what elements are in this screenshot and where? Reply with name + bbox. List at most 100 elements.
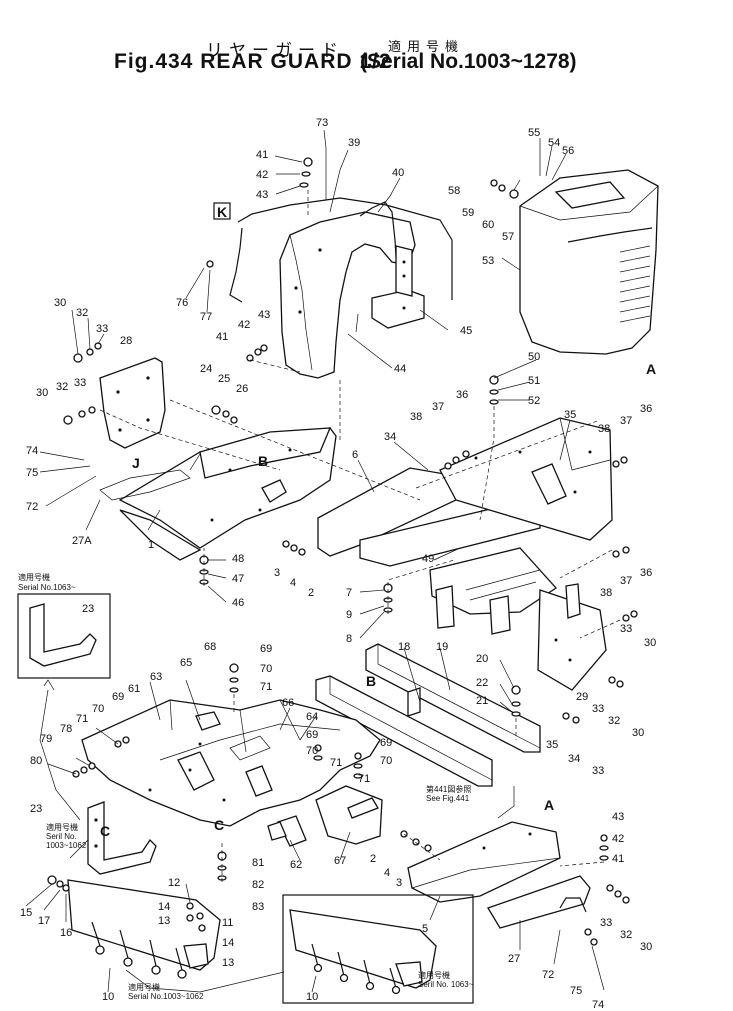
- left-floor-part-1: [99, 427, 337, 561]
- callout-24: 24: [200, 363, 212, 375]
- callout-21: 21: [476, 695, 488, 707]
- callout-11: 11: [222, 917, 233, 929]
- serial-japanese: 適用号機: [388, 39, 465, 54]
- callout-33-r: 33: [620, 623, 632, 635]
- title-japanese: リヤーガード: [206, 41, 344, 60]
- callout-38: 38: [410, 411, 422, 423]
- callout-43: 43: [256, 189, 268, 201]
- callout-18: 18: [398, 641, 410, 653]
- callout-25: 25: [218, 373, 230, 385]
- reference-letters: K A A B B C C J: [100, 202, 656, 839]
- callout-35-low: 35: [546, 739, 558, 751]
- callout-47: 47: [232, 573, 244, 585]
- rails-part-18-19: [315, 643, 541, 787]
- fasteners: [47, 157, 638, 946]
- callout-13: 13: [158, 915, 170, 927]
- callout-79: 79: [40, 733, 52, 745]
- callout-71-d: 71: [358, 773, 370, 785]
- callout-33-low: 33: [592, 765, 604, 777]
- callout-41-low: 41: [612, 853, 624, 865]
- callout-34-low: 34: [568, 753, 580, 765]
- callout-30-b: 30: [36, 387, 48, 399]
- callout-2: 2: [308, 587, 314, 599]
- callout-68: 68: [204, 641, 216, 653]
- callout-28: 28: [120, 335, 132, 347]
- assembly-lines: [39, 190, 621, 993]
- callout-77: 77: [200, 311, 212, 323]
- inset-box-variant: [282, 894, 474, 1004]
- callout-82: 82: [252, 879, 264, 891]
- callout-23: 23: [30, 803, 42, 815]
- callout-69: 69: [260, 643, 272, 655]
- callout-72: 72: [26, 501, 38, 513]
- callout-27: 27: [508, 953, 520, 965]
- callout-43-mid: 43: [258, 309, 270, 321]
- hanger-bracket-part-10b: [289, 909, 437, 995]
- callout-50: 50: [528, 351, 540, 363]
- side-plate-part-28: [99, 357, 166, 449]
- callout-59: 59: [462, 207, 474, 219]
- callout-69-l: 69: [112, 691, 124, 703]
- letter-c-upper: C: [214, 817, 224, 833]
- bracket-variant-23: [29, 603, 97, 667]
- callout-71: 71: [260, 681, 272, 693]
- callout-9: 9: [346, 609, 352, 621]
- callout-78: 78: [60, 723, 72, 735]
- callout-27a: 27A: [72, 535, 92, 547]
- callout-36-r: 36: [640, 403, 652, 415]
- callout-44: 44: [394, 363, 406, 375]
- callout-71-c: 71: [330, 757, 342, 769]
- main-frame-part-34: [317, 417, 613, 691]
- callout-42: 42: [256, 169, 268, 181]
- callout-34: 34: [384, 431, 396, 443]
- callout-35: 35: [564, 409, 576, 421]
- callout-2-low: 2: [370, 853, 376, 865]
- callout-65: 65: [180, 657, 192, 669]
- callout-3: 3: [274, 567, 280, 579]
- callout-23-inset: 23: [82, 603, 94, 615]
- callout-36-low: 36: [640, 567, 652, 579]
- callout-30-m: 30: [632, 727, 644, 739]
- callout-46: 46: [232, 597, 244, 609]
- callout-71-l: 71: [76, 713, 88, 725]
- callout-3-low: 3: [396, 877, 402, 889]
- callout-51: 51: [528, 375, 540, 387]
- callout-37: 37: [432, 401, 444, 413]
- callout-14: 14: [158, 901, 170, 913]
- callout-36: 36: [456, 389, 468, 401]
- callout-42-mid: 42: [238, 319, 250, 331]
- callout-labels: 73 39 40 41 42 43 55 54 56 58 59 60 57 5…: [20, 117, 656, 1011]
- callout-57: 57: [502, 231, 514, 243]
- serial-range: (Serial No.1003~1278): [360, 50, 577, 73]
- callout-73: 73: [316, 117, 328, 129]
- callout-80: 80: [30, 755, 42, 767]
- callout-37-low: 37: [620, 575, 632, 587]
- callout-29: 29: [576, 691, 588, 703]
- callout-53: 53: [482, 255, 494, 267]
- callout-10: 10: [102, 991, 114, 1003]
- note-serial-jp-c: 適用号機: [46, 822, 78, 832]
- callout-14-r: 14: [222, 937, 234, 949]
- letter-k-box: [213, 202, 231, 220]
- upper-guard-part-39: [229, 197, 453, 379]
- note-1003-1062: 1003~1062: [46, 841, 87, 850]
- callout-62: 62: [290, 859, 302, 871]
- callout-70-c: 70: [306, 745, 318, 757]
- callout-30-r: 30: [644, 637, 656, 649]
- callout-45: 45: [460, 325, 472, 337]
- letter-c-lower: C: [100, 823, 110, 839]
- hanger-bracket-part-10a: [67, 879, 221, 979]
- callout-69-c: 69: [306, 729, 318, 741]
- callout-20: 20: [476, 653, 488, 665]
- serial-notes: 適用号機 Serial No.1063~ 適用号機 Seril No. 1003…: [18, 572, 474, 1001]
- leader-lines: [25, 129, 605, 993]
- callout-17: 17: [38, 915, 50, 927]
- letter-b-lower: B: [366, 673, 376, 689]
- callout-55: 55: [528, 127, 540, 139]
- letter-j: J: [132, 455, 140, 471]
- callout-83: 83: [252, 901, 264, 913]
- callout-32-b2: 32: [620, 929, 632, 941]
- callout-48: 48: [232, 553, 244, 565]
- inset-box-variant-23: [17, 593, 111, 679]
